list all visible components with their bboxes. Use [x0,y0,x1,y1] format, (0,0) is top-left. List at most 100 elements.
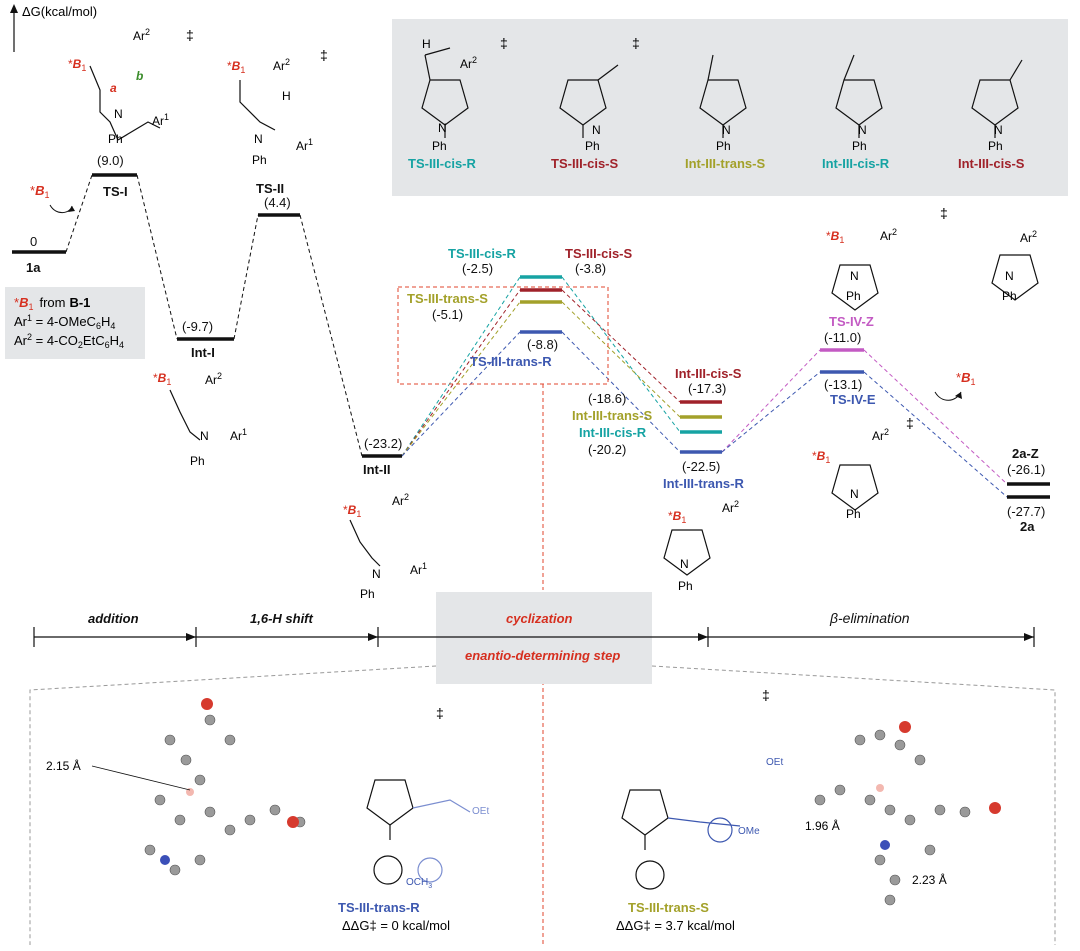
intermediate-structures [89,65,1039,576]
svg-text:Ar1: Ar1 [152,112,169,128]
svg-text:(-18.6): (-18.6) [588,391,626,406]
svg-text:Ar2: Ar2 [273,57,290,73]
dagger-brackets: ‡ ‡ ‡ ‡ ‡ ‡ ‡ ‡ [186,27,948,721]
svg-text:H: H [282,89,291,103]
svg-text:Ar2: Ar2 [205,371,222,387]
svg-text:N: N [254,132,263,146]
svg-text:(-8.8): (-8.8) [527,337,558,352]
svg-text:*B1: *B1 [30,183,49,200]
svg-text:OEt: OEt [472,806,489,817]
svg-text:Ar1: Ar1 [410,561,427,577]
svg-text:N: N [722,123,731,137]
svg-text:(-11.0): (-11.0) [824,330,861,345]
svg-text:Ph: Ph [852,139,867,153]
svg-text:Int-III-cis-S: Int-III-cis-S [958,156,1025,171]
svg-text:addition: addition [88,611,139,626]
svg-text:2.23 Å: 2.23 Å [912,872,947,887]
svg-text:Ph: Ph [108,132,123,146]
svg-text:‡: ‡ [320,47,328,63]
svg-text:Ar2 = 4-CO2EtC6H4: Ar2 = 4-CO2EtC6H4 [14,332,124,350]
svg-text:TS-I: TS-I [103,184,128,199]
svg-text:*B1: *B1 [153,371,171,387]
svg-text:*B1: *B1 [826,229,844,245]
svg-text:*B1: *B1 [668,509,686,525]
svg-text:a: a [110,81,117,95]
ts-2d-labels: OCH3 OMe OEt OEt [406,757,783,890]
svg-text:TS-IV-E: TS-IV-E [830,392,876,407]
svg-text:‡: ‡ [500,35,508,51]
y-axis-label: ΔG(kcal/mol) [22,4,97,19]
svg-text:*B1: *B1 [227,59,245,75]
svg-text:Ph: Ph [716,139,731,153]
svg-text:TS-III-trans-S: TS-III-trans-S [628,900,709,915]
svg-text:2a: 2a [1020,519,1035,534]
svg-text:TS-III-cis-R: TS-III-cis-R [448,246,517,261]
svg-text:N: N [680,557,689,571]
svg-text:TS-III-cis-S: TS-III-cis-S [565,246,633,261]
svg-text:(-9.7): (-9.7) [182,319,213,334]
svg-text:‡: ‡ [186,27,194,43]
svg-text:Ph: Ph [432,139,447,153]
svg-text:OCH3: OCH3 [406,877,432,890]
connectors [65,174,1008,945]
svg-text:Int-III-trans-S: Int-III-trans-S [685,156,765,171]
svg-text:OMe: OMe [738,826,760,837]
svg-text:Ar1 = 4-OMeC6H4: Ar1 = 4-OMeC6H4 [14,313,115,331]
svg-text:Int-III-cis-R: Int-III-cis-R [579,425,647,440]
svg-text:TS-III-cis-S: TS-III-cis-S [551,156,619,171]
svg-text:cyclization: cyclization [506,611,573,626]
svg-text:‡: ‡ [940,205,948,221]
svg-text:‡: ‡ [906,415,914,431]
svg-text:*B1: *B1 [812,449,830,465]
svg-text:(-2.5): (-2.5) [462,261,493,276]
svg-text:*B1: *B1 [68,57,86,73]
svg-text:Ar2: Ar2 [872,427,889,443]
svg-text:(-5.1): (-5.1) [432,307,463,322]
svg-text:OEt: OEt [766,757,783,768]
svg-text:Ar2: Ar2 [392,492,409,508]
svg-text:N: N [994,123,1003,137]
radical-arrows: *B1 *B1 [30,183,975,401]
svg-text:Int-III-cis-R: Int-III-cis-R [822,156,890,171]
svg-text:ΔΔG‡ = 3.7 kcal/mol: ΔΔG‡ = 3.7 kcal/mol [616,918,735,933]
svg-text:‡: ‡ [762,687,770,703]
bottom-frame [29,665,1056,945]
svg-text:N: N [592,123,601,137]
svg-text:*B1: *B1 [343,503,361,519]
svg-text:Ph: Ph [678,579,693,593]
svg-text:N: N [372,567,381,581]
svg-text:‡: ‡ [436,705,444,721]
svg-text:Ph: Ph [252,153,267,167]
legend-box [5,287,145,359]
y-axis: ΔG(kcal/mol) [10,4,97,52]
svg-text:Ph: Ph [585,139,600,153]
svg-text:Ar2: Ar2 [722,499,739,515]
svg-text:N: N [850,269,859,283]
svg-text:0: 0 [30,234,37,249]
svg-text:Int-I: Int-I [191,345,215,360]
svg-text:Ar2: Ar2 [880,227,897,243]
svg-text:Int-III-cis-S: Int-III-cis-S [675,366,742,381]
energy-levels [12,173,1050,499]
cyclization-highlight [436,592,652,684]
svg-text:(-3.8): (-3.8) [575,261,606,276]
svg-text:Ph: Ph [360,587,375,601]
svg-text:Ph: Ph [846,289,861,303]
svg-text:(-27.7): (-27.7) [1007,504,1045,519]
svg-text:(4.4): (4.4) [264,195,291,210]
ts-2d-left [366,779,471,885]
svg-text:2a-Z: 2a-Z [1012,446,1039,461]
bottom-captions: TS-III-trans-R ΔΔG‡ = 0 kcal/mol TS-III-… [338,900,735,933]
svg-text:(-22.5): (-22.5) [682,459,720,474]
svg-text:N: N [114,107,123,121]
svg-text:N: N [200,429,209,443]
ts-3d-model-left: 2.15 Å [46,698,306,876]
svg-text:b: b [136,69,143,83]
svg-text:‡: ‡ [632,35,640,51]
svg-text:(-17.3): (-17.3) [688,381,726,396]
svg-text:(-26.1): (-26.1) [1007,462,1045,477]
svg-text:TS-IV-Z: TS-IV-Z [829,314,874,329]
intermediate-atom-labels: *B1 Ar2 a b N Ph Ar1 *B1 Ar2 H N Ph Ar1 … [68,27,1037,601]
